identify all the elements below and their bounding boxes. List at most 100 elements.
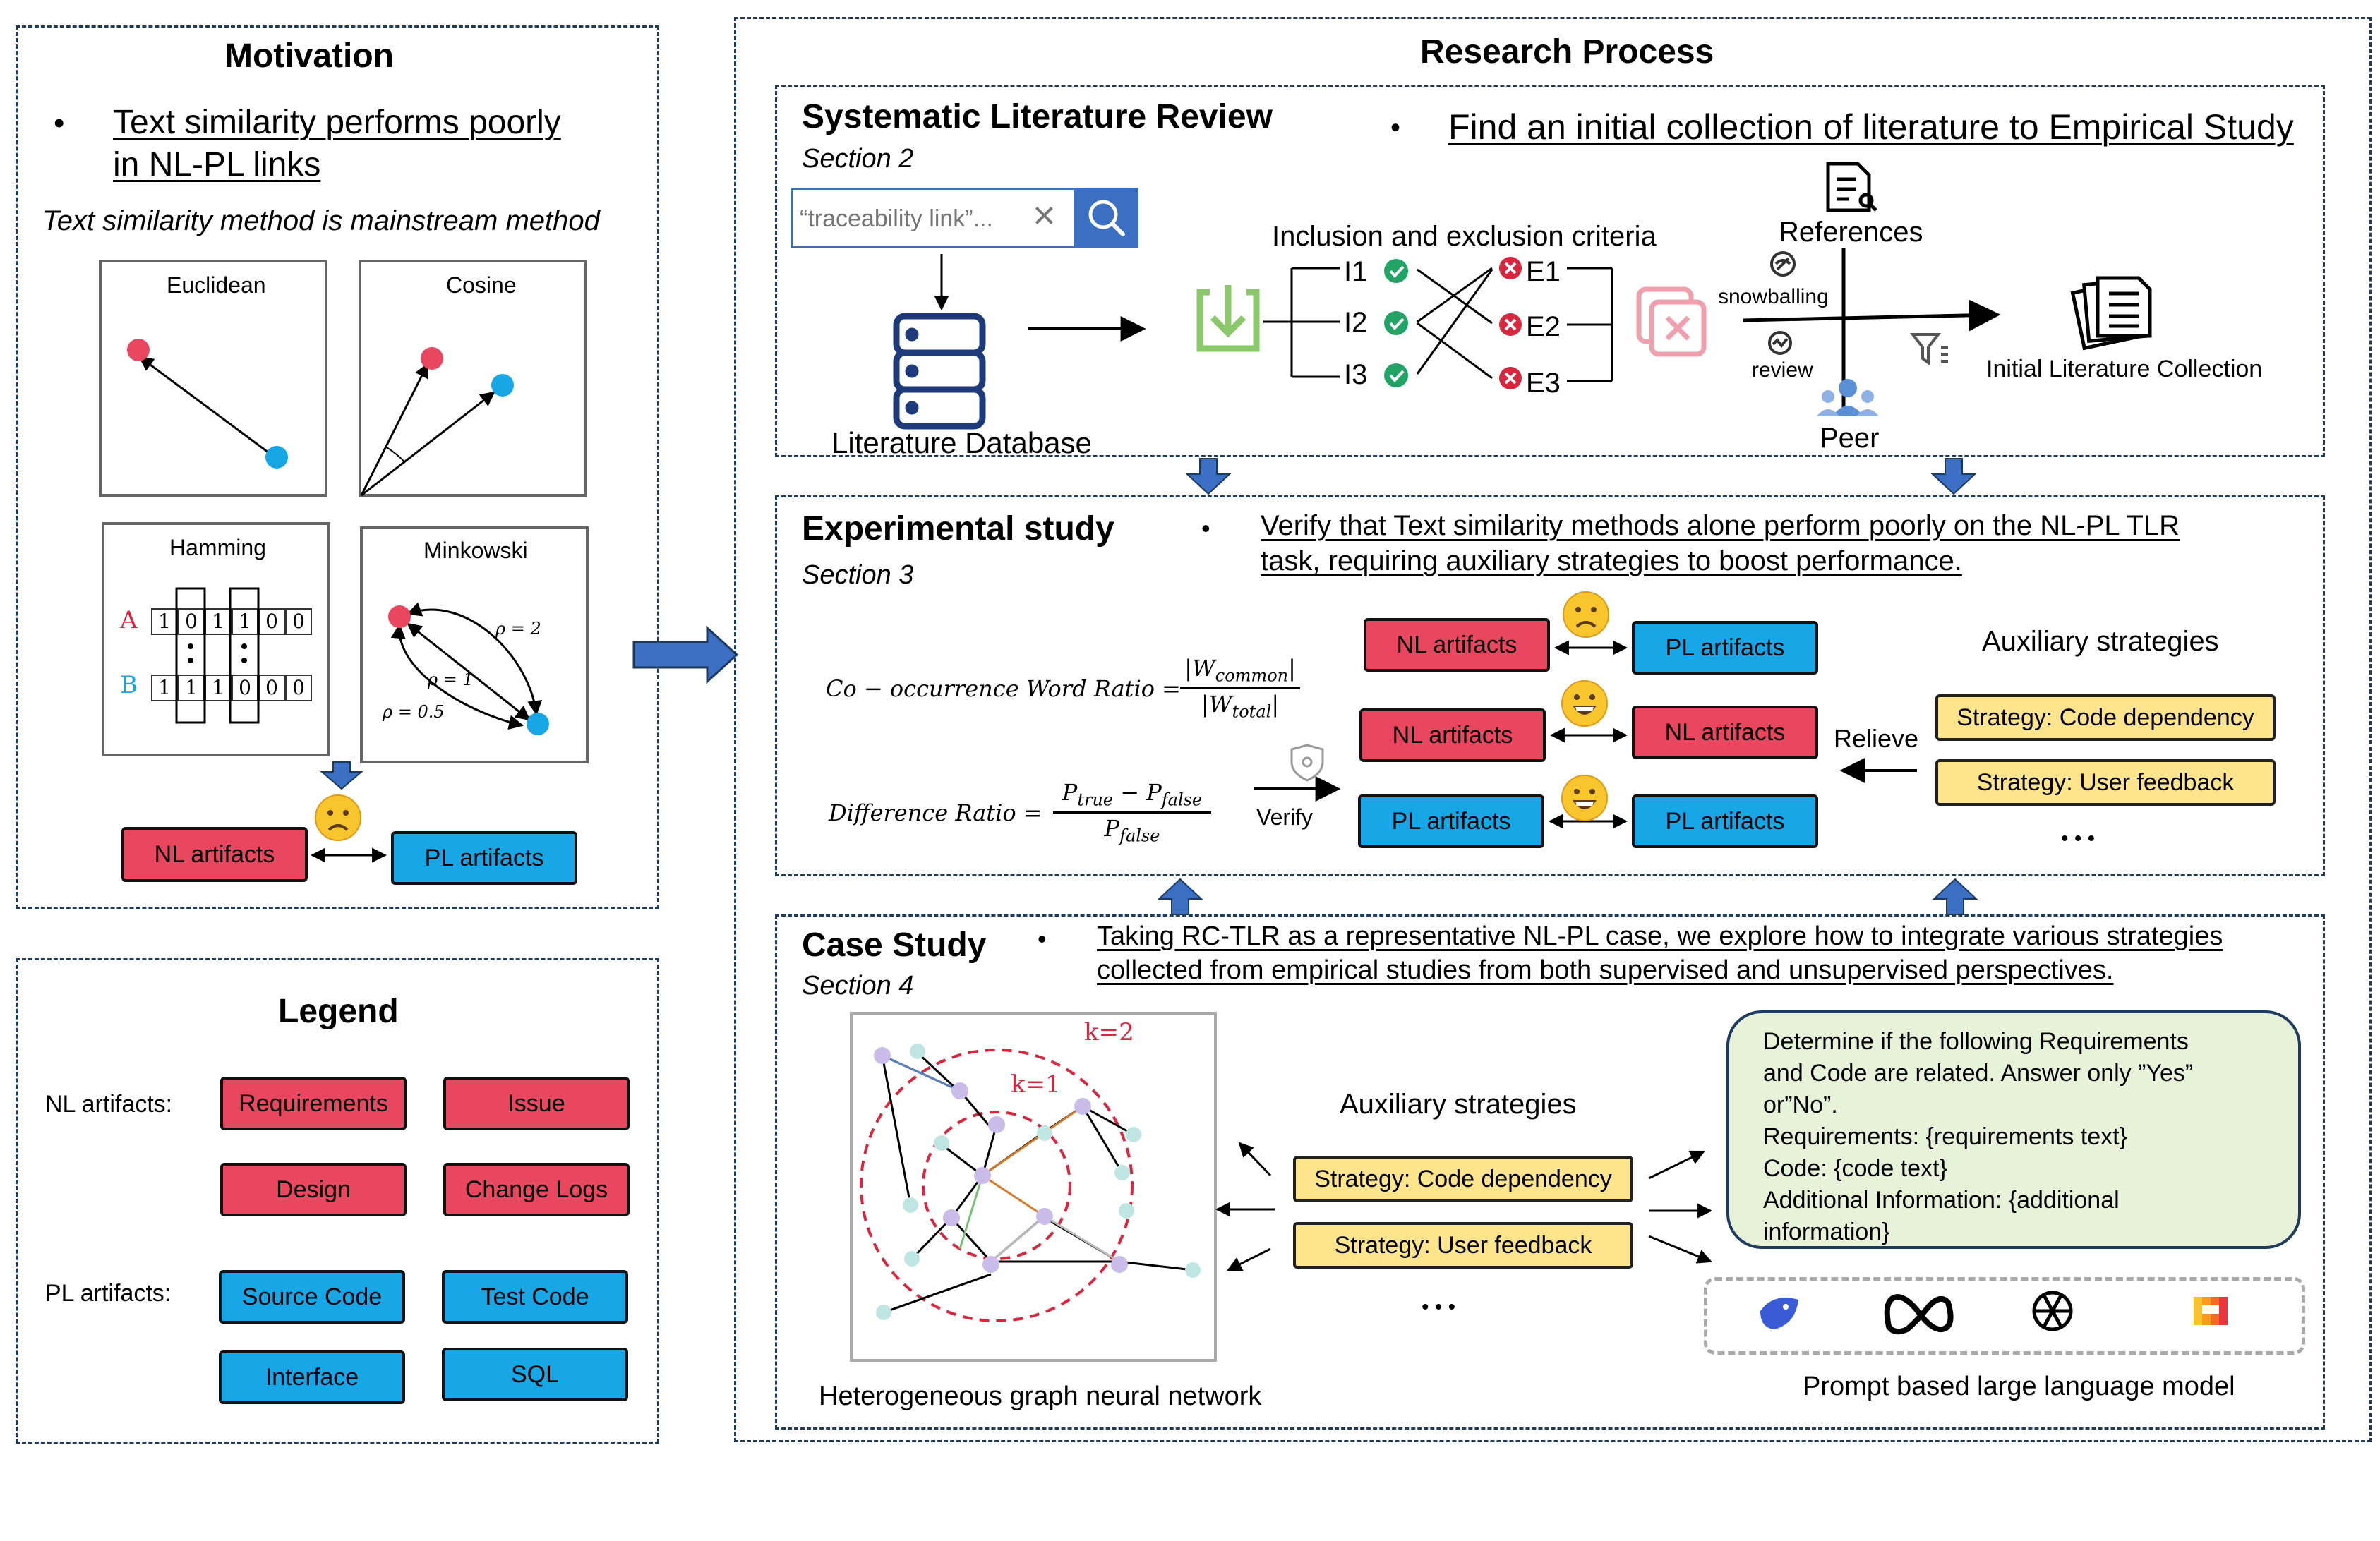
- cross-icons: [1499, 257, 1522, 389]
- hamming-b-label: B: [120, 671, 138, 699]
- formula2-lhs: Difference Ratio =: [829, 799, 1042, 826]
- case-title: Case Study: [802, 926, 987, 964]
- fraction-bar: [1053, 811, 1211, 814]
- document-search-icon: [1826, 162, 1877, 212]
- formula2-denominator: Pfalse: [1053, 815, 1211, 846]
- slr-bullet: Find an initial collection of literature…: [1448, 107, 2294, 147]
- formula1-denominator: |Wtotal|: [1201, 691, 1280, 722]
- formula1-den-sub: total: [1232, 701, 1272, 722]
- motivation-panel: [16, 25, 659, 909]
- exp-strategy-code-dependency: Strategy: Code dependency: [1935, 694, 2276, 741]
- exp-strategy-user-feedback: Strategy: User feedback: [1935, 759, 2276, 806]
- happy-face-icon: [1561, 680, 1608, 727]
- legend-source-code: Source Code: [219, 1270, 405, 1324]
- pair2-left: NL artifacts: [1359, 708, 1546, 762]
- formula2-den: P: [1104, 815, 1120, 842]
- bullet-dot: •: [1201, 514, 1210, 543]
- pair1-right: PL artifacts: [1632, 621, 1818, 675]
- formula1-num-text: |W: [1184, 655, 1215, 682]
- peer-label: Peer: [1820, 423, 1880, 454]
- literature-collection-icon: [2070, 276, 2152, 351]
- openai-logo: [2032, 1291, 2073, 1331]
- formula2-numerator: Ptrue − Pfalse: [1062, 779, 1203, 810]
- peer-icon: [1817, 379, 1879, 416]
- k1-label: k=1: [1011, 1070, 1061, 1099]
- slr-panel: [775, 85, 2325, 457]
- legend-nl-label: NL artifacts:: [45, 1091, 173, 1118]
- filter-icon: [1909, 333, 1948, 365]
- motivation-nl-box: NL artifacts: [121, 827, 308, 882]
- case-strategy-user-feedback: Strategy: User feedback: [1293, 1222, 1633, 1269]
- case-arrow-down-right: [1648, 1235, 1712, 1264]
- formula2-num-b-sub: false: [1161, 790, 1203, 810]
- bullet-dot: •: [1038, 924, 1047, 953]
- case-bullet-line2: collected from empirical studies from bo…: [1097, 955, 2114, 985]
- mainstream-note: Text similarity method is mainstream met…: [42, 205, 600, 236]
- formula2-num-a: P: [1062, 779, 1078, 806]
- graph-caption: Heterogeneous graph neural network: [819, 1382, 1262, 1411]
- exclusion-e3: E3: [1526, 368, 1561, 399]
- mistral-logo: [2194, 1297, 2228, 1325]
- case-arrow-down-left: [1227, 1247, 1271, 1271]
- case-arrow-up-left: [1238, 1142, 1272, 1177]
- review-icon: [1768, 331, 1792, 355]
- llm-logo-strip: [1704, 1277, 2305, 1355]
- case-up-arrow-left: [1157, 878, 1203, 915]
- legend-interface: Interface: [219, 1350, 405, 1404]
- case-strategy-code-dependency: Strategy: Code dependency: [1293, 1156, 1633, 1202]
- database-label: Literature Database: [831, 426, 1092, 459]
- pair3-left: PL artifacts: [1358, 794, 1544, 848]
- prompt-line: and Code are related. Answer only ”Yes”: [1763, 1060, 2194, 1087]
- relieve-label: Relieve: [1834, 724, 1919, 753]
- motivation-bullet-line2: in NL-PL links: [113, 146, 321, 183]
- slr-section: Section 2: [802, 144, 914, 174]
- references-label: References: [1779, 217, 1923, 248]
- motivation-bullet-line1: Text similarity performs poorly: [113, 104, 561, 141]
- exp-aux-title: Auxiliary strategies: [1982, 626, 2219, 657]
- legend-change-logs: Change Logs: [443, 1163, 630, 1216]
- formula1-numerator: |Wcommon|: [1184, 655, 1296, 686]
- formula2-fraction: Ptrue − Pfalse Pfalse: [1053, 779, 1211, 846]
- bit-cell: 0: [285, 675, 312, 701]
- prompt-line: Additional Information: {additional: [1763, 1187, 2120, 1214]
- formula1-num-sub: common: [1215, 665, 1289, 686]
- prompt-line: Determine if the following Requirements: [1763, 1028, 2189, 1055]
- inclusion-i3: I3: [1344, 359, 1368, 390]
- minkowski-diagram: [388, 602, 549, 735]
- formula1-lhs: Co − occurrence Word Ratio =: [826, 675, 1181, 702]
- case-up-arrow-right: [1932, 878, 1978, 915]
- legend-sql: SQL: [442, 1348, 628, 1401]
- legend-panel: [16, 958, 659, 1444]
- references-cross: [1743, 248, 2001, 409]
- case-arrow-up-right: [1648, 1150, 1705, 1180]
- exclusion-e1: E1: [1526, 256, 1561, 287]
- database-icon: [893, 313, 986, 430]
- euclidean-label: Euclidean: [167, 272, 266, 298]
- formula2-num-a-sub: true: [1077, 790, 1114, 810]
- research-process-panel: [734, 17, 2372, 1442]
- case-section: Section 4: [802, 971, 914, 1001]
- inclusion-i2: I2: [1344, 307, 1368, 338]
- slr-down-arrow-left: [1185, 458, 1232, 495]
- verify-label: Verify: [1256, 804, 1314, 830]
- research-title: Research Process: [1420, 33, 1714, 71]
- sad-face-icon: [1563, 591, 1609, 638]
- search-input[interactable]: [798, 200, 1030, 238]
- formula1-fraction: |Wcommon| |Wtotal|: [1180, 655, 1300, 722]
- search-button[interactable]: [1074, 188, 1138, 248]
- big-right-arrow: [632, 625, 739, 684]
- meta-logo: [1884, 1293, 1954, 1335]
- euclidean-diagram: [127, 339, 288, 469]
- formula2-num-b: P: [1146, 779, 1162, 806]
- close-icon[interactable]: ×: [1033, 193, 1056, 237]
- bit-cell: 0: [285, 608, 312, 635]
- cosine-diagram: [360, 347, 514, 497]
- criteria-label: Inclusion and exclusion criteria: [1272, 221, 1657, 252]
- happy-face-icon: [1561, 775, 1608, 821]
- pair1-left: NL artifacts: [1364, 618, 1550, 672]
- hamming-frame: [102, 522, 330, 756]
- pair2-right: NL artifacts: [1632, 706, 1818, 759]
- search-bar[interactable]: ×: [791, 188, 1138, 248]
